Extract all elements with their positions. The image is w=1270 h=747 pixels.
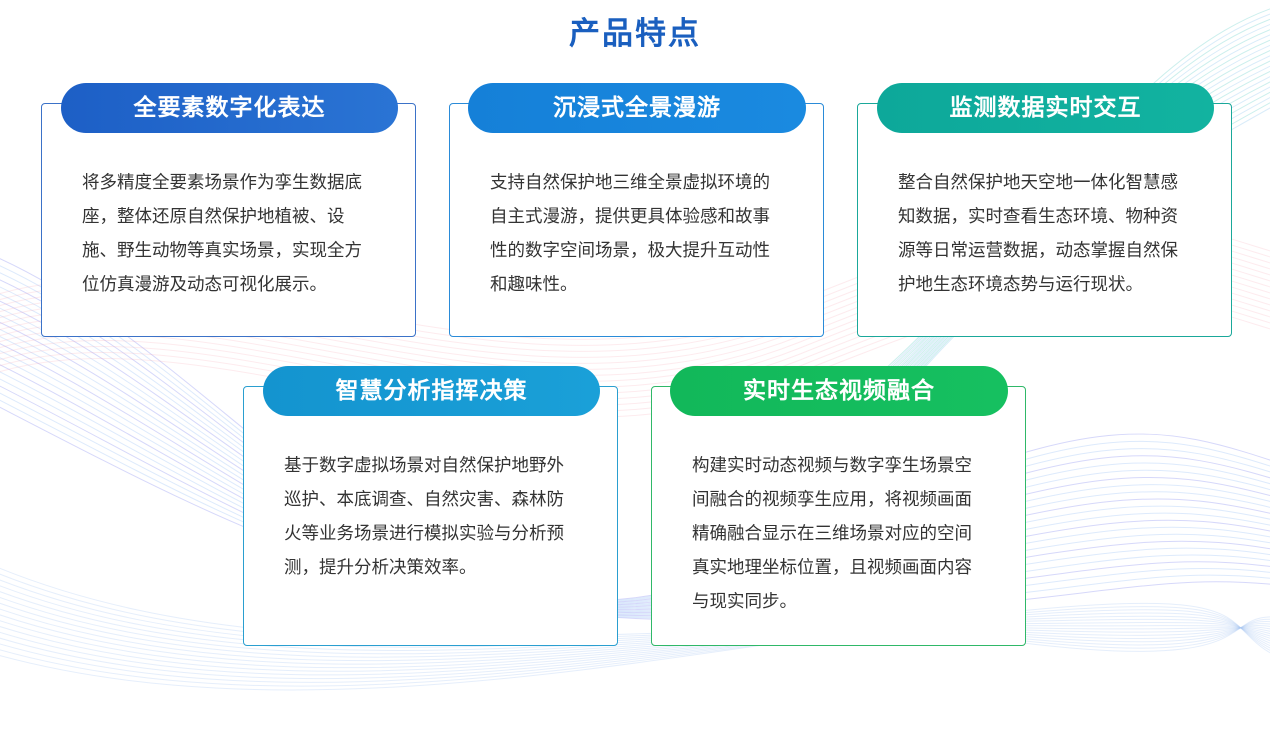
feature-description: 将多精度全要素场景作为孪生数据底座，整体还原自然保护地植被、设施、野生动物等真实… bbox=[82, 173, 362, 295]
feature-title-immersive-roaming: 沉浸式全景漫游 bbox=[468, 83, 806, 133]
feature-description: 构建实时动态视频与数字孪生场景空间融合的视频孪生应用，将视频画面精确融合显示在三… bbox=[692, 456, 972, 612]
feature-title-video-fusion: 实时生态视频融合 bbox=[670, 366, 1008, 416]
feature-title-smart-decision: 智慧分析指挥决策 bbox=[263, 366, 600, 416]
feature-card-digital-expression: 将多精度全要素场景作为孪生数据底座，整体还原自然保护地植被、设施、野生动物等真实… bbox=[41, 103, 416, 337]
feature-title-realtime-monitoring: 监测数据实时交互 bbox=[877, 83, 1214, 133]
feature-description: 整合自然保护地天空地一体化智慧感知数据，实时查看生态环境、物种资源等日常运营数据… bbox=[898, 173, 1178, 295]
feature-card-realtime-monitoring: 整合自然保护地天空地一体化智慧感知数据，实时查看生态环境、物种资源等日常运营数据… bbox=[857, 103, 1232, 337]
feature-description: 支持自然保护地三维全景虚拟环境的自主式漫游，提供更具体验感和故事性的数字空间场景… bbox=[490, 173, 770, 295]
feature-card-video-fusion: 构建实时动态视频与数字孪生场景空间融合的视频孪生应用，将视频画面精确融合显示在三… bbox=[651, 386, 1026, 646]
feature-title-digital-expression: 全要素数字化表达 bbox=[61, 83, 398, 133]
feature-card-immersive-roaming: 支持自然保护地三维全景虚拟环境的自主式漫游，提供更具体验感和故事性的数字空间场景… bbox=[449, 103, 824, 337]
feature-card-smart-decision: 基于数字虚拟场景对自然保护地野外巡护、本底调查、自然灾害、森林防火等业务场景进行… bbox=[243, 386, 618, 646]
feature-description: 基于数字虚拟场景对自然保护地野外巡护、本底调查、自然灾害、森林防火等业务场景进行… bbox=[284, 456, 564, 578]
page-title: 产品特点 bbox=[569, 16, 701, 52]
